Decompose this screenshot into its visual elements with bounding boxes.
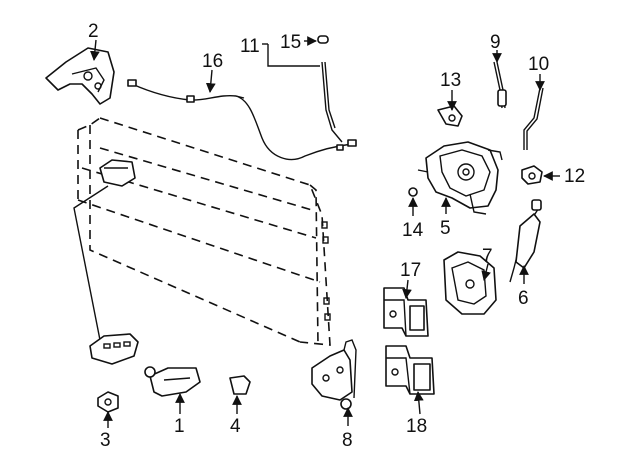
rod-part-10 <box>523 87 544 150</box>
callout-6: 6 <box>518 288 529 309</box>
mirror-bracket-part <box>45 47 115 105</box>
inside-handle-bezel <box>89 333 139 365</box>
callout-15: 15 <box>280 32 301 53</box>
callout-17: 17 <box>400 260 421 281</box>
outside-handle-part <box>144 366 201 397</box>
lower-hinge-part <box>385 345 435 395</box>
door-check-part <box>311 339 357 410</box>
callout-2: 2 <box>88 21 99 42</box>
actuator-part <box>509 199 542 283</box>
bracket-part-4 <box>229 375 251 395</box>
leader-lines <box>90 36 560 428</box>
callout-14: 14 <box>402 220 424 241</box>
wiring-harness-part <box>127 79 357 161</box>
callout-10: 10 <box>528 54 549 75</box>
callout-12: 12 <box>564 166 585 187</box>
nut-part-14 <box>408 187 418 197</box>
callout-3: 3 <box>100 430 111 451</box>
callout-8: 8 <box>342 430 353 451</box>
callout-7: 7 <box>482 246 493 267</box>
callout-13: 13 <box>440 70 461 91</box>
latch-assembly-part <box>417 141 503 215</box>
callout-5: 5 <box>440 218 451 239</box>
callout-16: 16 <box>202 51 223 72</box>
callout-4: 4 <box>230 416 241 437</box>
callout-9: 9 <box>490 32 501 53</box>
callout-labels: 2 16 11 15 9 10 13 12 14 5 7 17 6 8 18 1… <box>88 21 585 451</box>
callout-1: 1 <box>174 416 185 437</box>
clip-part-13 <box>437 105 463 127</box>
bracket-part-7 <box>443 251 497 315</box>
lock-cylinder-part <box>97 391 119 413</box>
door-panel <box>73 117 331 346</box>
callout-11: 11 <box>240 36 260 57</box>
callout-18: 18 <box>406 416 427 437</box>
clip-part-12 <box>521 165 543 185</box>
rod-part-9 <box>493 61 507 109</box>
latch-rod-part <box>317 35 343 143</box>
